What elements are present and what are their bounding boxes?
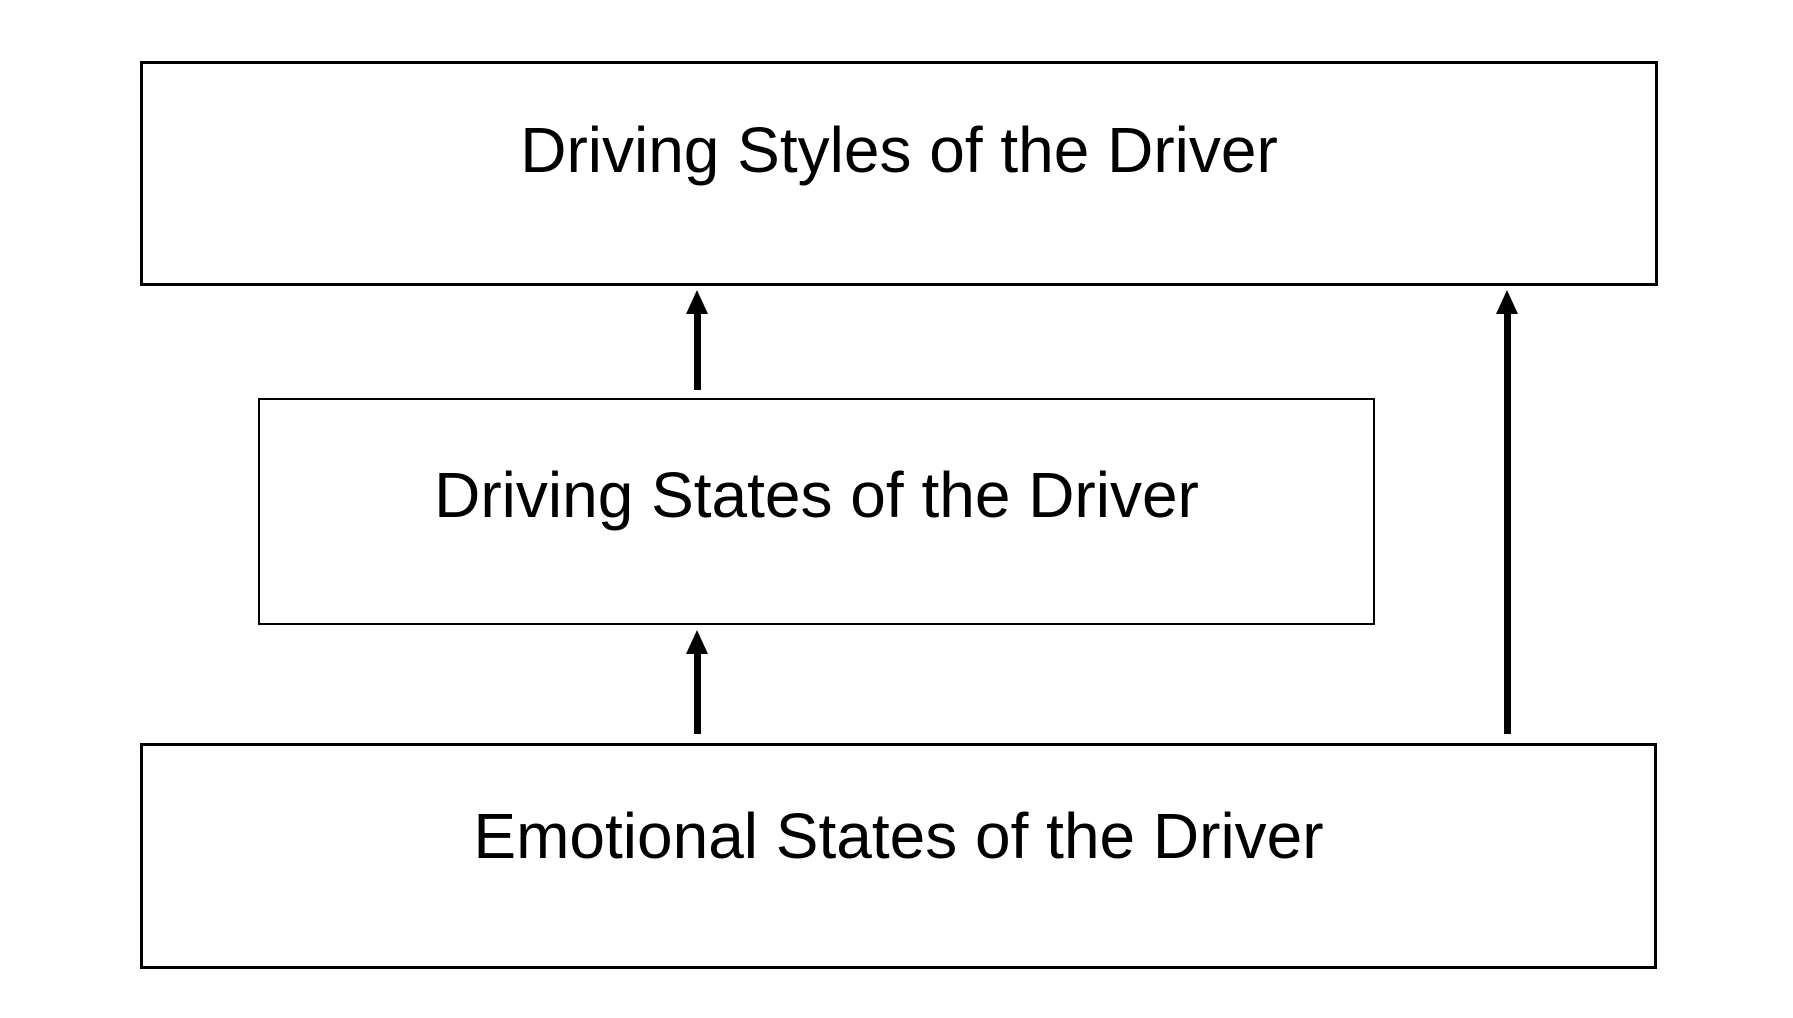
box-driving-states-label: Driving States of the Driver [434,459,1199,532]
arrow-up-icon [686,290,708,314]
box-driving-styles-label: Driving Styles of the Driver [520,114,1278,187]
box-emotional-states: Emotional States of the Driver [140,743,1657,969]
arrow-stem [694,310,701,390]
box-driving-styles: Driving Styles of the Driver [140,61,1658,286]
arrow-up-icon [686,630,708,654]
arrow-stem [694,650,701,734]
arrow-up-icon [1496,290,1518,314]
box-emotional-states-label: Emotional States of the Driver [473,799,1324,872]
box-driving-states: Driving States of the Driver [258,398,1375,625]
arrow-stem [1504,310,1511,734]
